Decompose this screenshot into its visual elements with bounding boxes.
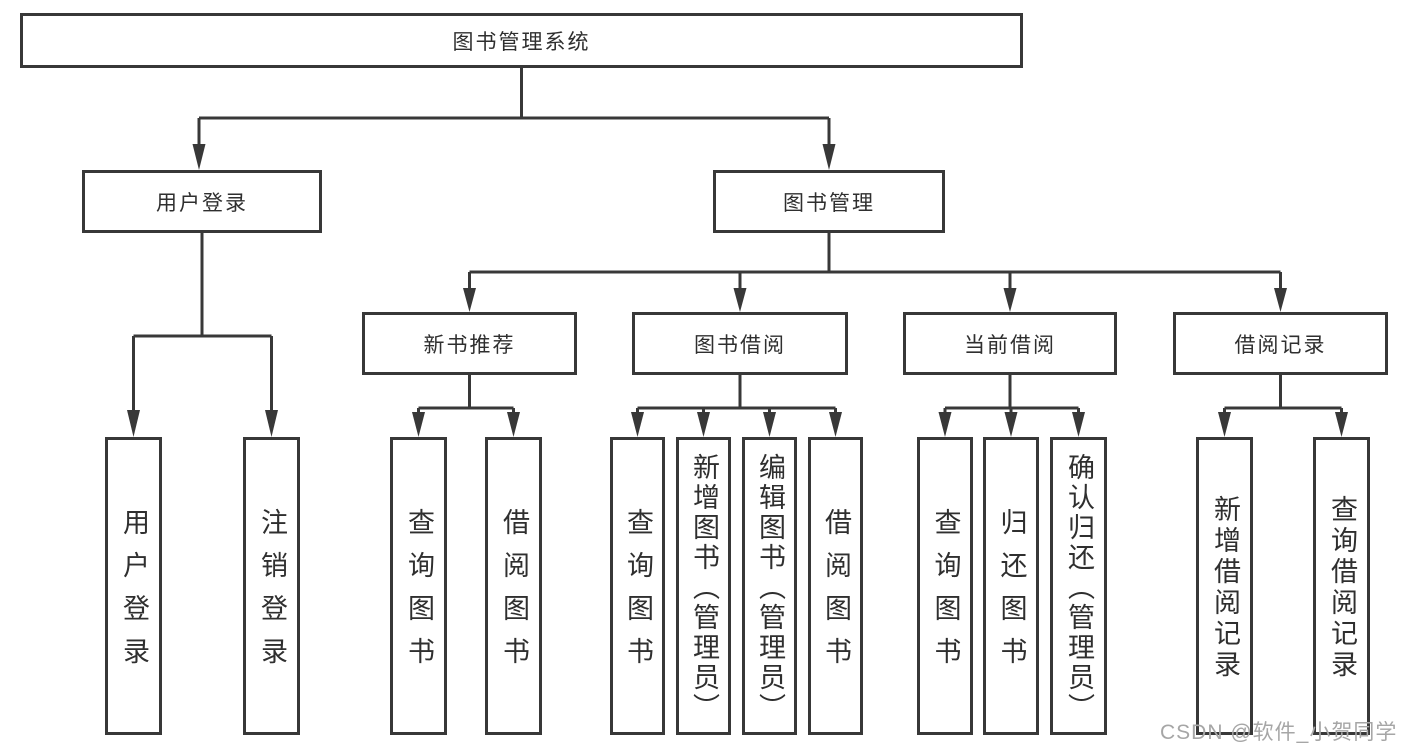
arrowhead-icon — [1218, 412, 1231, 437]
leaf-confirm-return-admin-label: 确认归还（管理员） — [1064, 452, 1094, 723]
arrowhead-icon — [192, 144, 206, 170]
leaf-borrow-books: 借阅图书 — [808, 437, 863, 735]
leaf-return-books-label: 归还图书 — [996, 508, 1027, 680]
arrowhead-icon — [507, 412, 520, 437]
node-book-borrow: 图书借阅 — [632, 312, 848, 375]
node-new-book-recommend: 新书推荐 — [362, 312, 577, 375]
arrowhead-icon — [265, 410, 278, 437]
node-book-borrow-label: 图书借阅 — [694, 333, 786, 357]
leaf-add-borrow-record: 新增借阅记录 — [1196, 437, 1253, 735]
leaf-query-borrow-record-label: 查询借阅记录 — [1327, 495, 1357, 681]
node-book-management-label: 图书管理 — [783, 191, 875, 215]
arrowhead-icon — [1072, 412, 1085, 437]
leaf-newbook-query-books-label: 查询图书 — [404, 508, 434, 680]
leaf-logout: 注销登录 — [243, 437, 300, 735]
leaf-newbook-borrow-books-label: 借阅图书 — [499, 508, 529, 680]
leaf-logout-label: 注销登录 — [257, 508, 287, 680]
leaf-edit-book-admin-label: 编辑图书（管理员） — [755, 452, 785, 723]
arrowhead-icon — [631, 412, 644, 437]
connector-user-login-children — [127, 233, 278, 437]
connector-borrow-record-children — [1218, 375, 1348, 437]
leaf-add-borrow-record-label: 新增借阅记录 — [1210, 495, 1240, 681]
leaf-confirm-return-admin: 确认归还（管理员） — [1050, 437, 1107, 735]
arrowhead-icon — [697, 412, 710, 437]
connector-current-borrow-children — [938, 375, 1085, 437]
node-root: 图书管理系统 — [20, 13, 1023, 68]
arrowhead-icon — [1004, 412, 1018, 437]
csdn-watermark: CSDN @软件_小贺同学 — [1160, 721, 1398, 744]
leaf-user-login: 用户登录 — [105, 437, 162, 735]
node-current-borrow-label: 当前借阅 — [964, 333, 1056, 357]
node-borrow-record: 借阅记录 — [1173, 312, 1388, 375]
arrowhead-icon — [763, 412, 776, 437]
connector-root-to-level2 — [192, 68, 836, 170]
leaf-user-login-label: 用户登录 — [119, 508, 149, 680]
arrowhead-icon — [1003, 288, 1017, 312]
node-user-login: 用户登录 — [82, 170, 322, 233]
node-user-login-label: 用户登录 — [156, 191, 248, 215]
arrowhead-icon — [733, 288, 747, 312]
leaf-borrow-books-label: 借阅图书 — [821, 508, 851, 680]
leaf-add-book-admin-label: 新增图书（管理员） — [689, 452, 719, 723]
arrowhead-icon — [822, 144, 836, 170]
node-current-borrow: 当前借阅 — [903, 312, 1117, 375]
node-book-management: 图书管理 — [713, 170, 945, 233]
leaf-add-book-admin: 新增图书（管理员） — [676, 437, 731, 735]
leaf-borrow-query-books: 查询图书 — [610, 437, 665, 735]
leaf-return-books: 归还图书 — [983, 437, 1039, 735]
leaf-borrow-query-books-label: 查询图书 — [623, 508, 653, 680]
node-new-book-recommend-label: 新书推荐 — [423, 333, 516, 357]
connector-book-management-children — [463, 233, 1287, 312]
leaf-newbook-query-books: 查询图书 — [390, 437, 447, 735]
arrowhead-icon — [127, 410, 140, 437]
node-root-label: 图书管理系统 — [452, 30, 591, 54]
leaf-newbook-borrow-books: 借阅图书 — [485, 437, 542, 735]
node-borrow-record-label: 借阅记录 — [1234, 333, 1327, 357]
leaf-query-borrow-record: 查询借阅记录 — [1313, 437, 1370, 735]
leaf-edit-book-admin: 编辑图书（管理员） — [742, 437, 797, 735]
connector-new-book-children — [412, 375, 520, 437]
arrowhead-icon — [463, 288, 476, 312]
leaf-current-query-books: 查询图书 — [917, 437, 973, 735]
arrowhead-icon — [938, 412, 952, 437]
connector-book-borrow-children — [631, 375, 842, 437]
leaf-current-query-books-label: 查询图书 — [930, 508, 961, 680]
arrowhead-icon — [1335, 412, 1348, 437]
arrowhead-icon — [829, 412, 842, 437]
arrowhead-icon — [412, 412, 425, 437]
arrowhead-icon — [1274, 288, 1287, 312]
